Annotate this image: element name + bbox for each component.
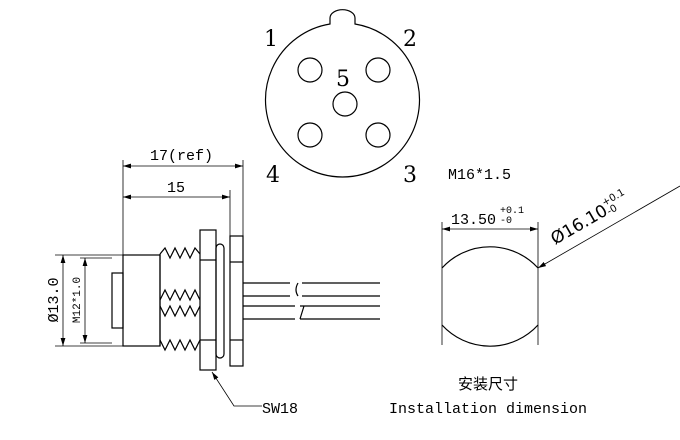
pin-label-2: 2	[403, 27, 417, 52]
dim-outer-diameter: Ø13.0	[46, 277, 63, 322]
pin-label-1: 1	[264, 27, 278, 52]
pin-face-view: 1 2 3 4 5	[264, 9, 421, 188]
installation-view: M16*1.5 13.50 +0.1 -0 Ø16.10 +0.1 -0 安装尺…	[389, 167, 680, 418]
width-tol-plus: +0.1	[500, 206, 524, 217]
install-title-cn: 安装尺寸	[458, 375, 518, 393]
dim-thread: M12*1.0	[72, 277, 84, 323]
install-thread: M16*1.5	[448, 167, 511, 184]
install-width: 13.50	[451, 212, 496, 229]
pin-label-3: 3	[403, 163, 417, 188]
dim-total-length: 17(ref)	[150, 148, 213, 165]
pin-label-4: 4	[266, 163, 280, 188]
dia-tol-minus: -0	[605, 203, 619, 218]
install-title-en: Installation dimension	[389, 401, 587, 418]
pin-label-5: 5	[336, 67, 350, 92]
dim-length: 15	[167, 180, 185, 197]
side-view: 17(ref) 15 Ø13.0 M12*1.0 SW18	[46, 148, 380, 418]
width-tol-minus: -0	[500, 216, 512, 227]
install-diameter: Ø16.10	[548, 201, 612, 249]
wrench-size: SW18	[262, 401, 298, 418]
